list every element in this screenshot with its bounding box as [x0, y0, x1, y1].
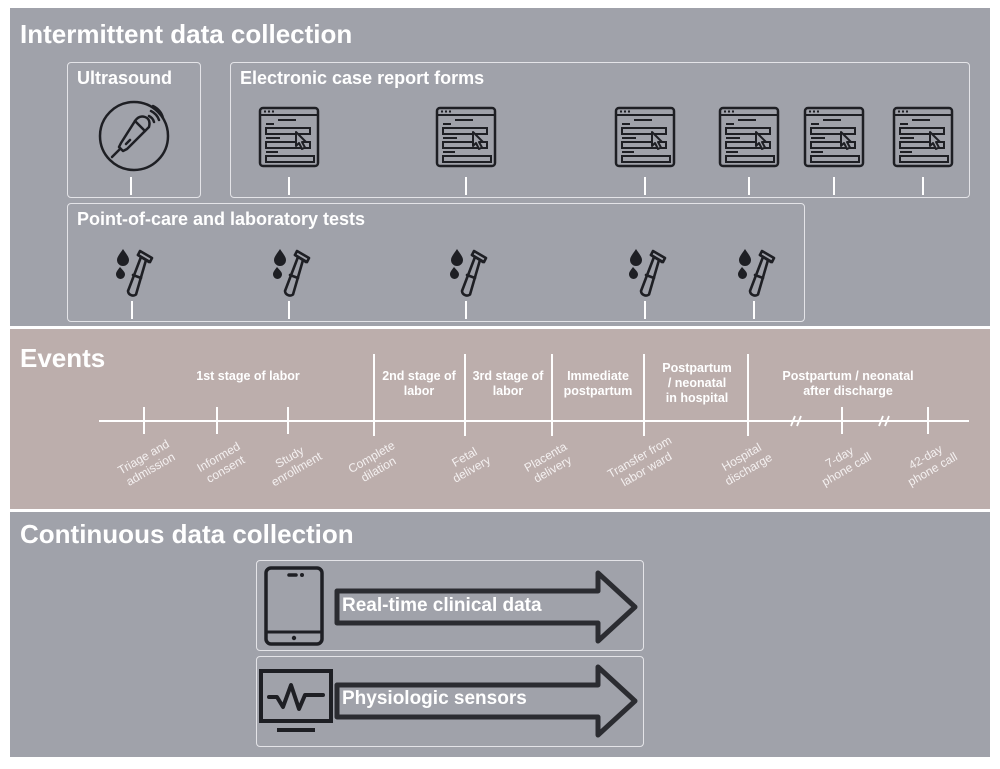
monitor-heartbeat-icon [259, 669, 333, 732]
stream-label: Physiologic sensors [342, 688, 527, 709]
test-tube-drops-icon [448, 247, 488, 304]
form-with-cursor-icon [435, 106, 497, 173]
test-tube-drops-icon [627, 247, 667, 304]
lab-tests-box: Point-of-care and laboratory tests [67, 203, 805, 322]
form-with-cursor-icon [258, 106, 320, 173]
ultrasound-box: Ultrasound [67, 62, 201, 198]
lab-tests-title: Point-of-care and laboratory tests [77, 209, 366, 229]
stream-physiologic-sensors: Physiologic sensors [256, 656, 644, 747]
form-with-cursor-icon [803, 106, 865, 173]
ecrf-timeline-tick [833, 177, 835, 195]
ecrf-timeline-tick [922, 177, 924, 195]
lab-timeline-tick [131, 301, 133, 319]
test-tube-drops-icon [114, 247, 154, 304]
timeline-break-marker [884, 415, 890, 427]
ultrasound-timeline-tick [130, 177, 132, 195]
events-section-title: Events [20, 343, 106, 373]
timeline-break-marker [790, 415, 796, 427]
ecrf-box: Electronic case report forms [230, 62, 970, 198]
events-timeline [99, 354, 969, 436]
lab-timeline-tick [288, 301, 290, 319]
intermittent-data-collection-panel: Intermittent data collection Ultrasound … [10, 8, 990, 326]
ecrf-timeline-tick [288, 177, 290, 195]
timeline-break-marker [796, 415, 802, 427]
arrow-right-icon [334, 570, 638, 644]
stream-real-time-clinical-data: Real-time clinical data [256, 560, 644, 651]
continuous-data-collection-panel: Continuous data collection Real-time cli… [10, 512, 990, 757]
lab-timeline-tick [753, 301, 755, 319]
form-with-cursor-icon [892, 106, 954, 173]
timeline-break-marker [878, 415, 884, 427]
ultrasound-probe-icon [98, 100, 170, 172]
arrow-right-icon [334, 664, 638, 738]
ecrf-timeline-tick [748, 177, 750, 195]
ecrf-timeline-tick [465, 177, 467, 195]
continuous-section-title: Continuous data collection [20, 519, 354, 549]
test-tube-drops-icon [271, 247, 311, 304]
lab-timeline-tick [644, 301, 646, 319]
stage-label: 1st stage of labor [196, 369, 300, 383]
intermittent-section-title: Intermittent data collection [20, 19, 353, 49]
ecrf-timeline-tick [644, 177, 646, 195]
stream-label: Real-time clinical data [342, 595, 542, 616]
form-with-cursor-icon [614, 106, 676, 173]
form-with-cursor-icon [718, 106, 780, 173]
ecrf-title: Electronic case report forms [240, 68, 485, 88]
ultrasound-title: Ultrasound [77, 68, 173, 88]
tablet-icon [264, 566, 324, 646]
lab-timeline-tick [465, 301, 467, 319]
test-tube-drops-icon [736, 247, 776, 304]
